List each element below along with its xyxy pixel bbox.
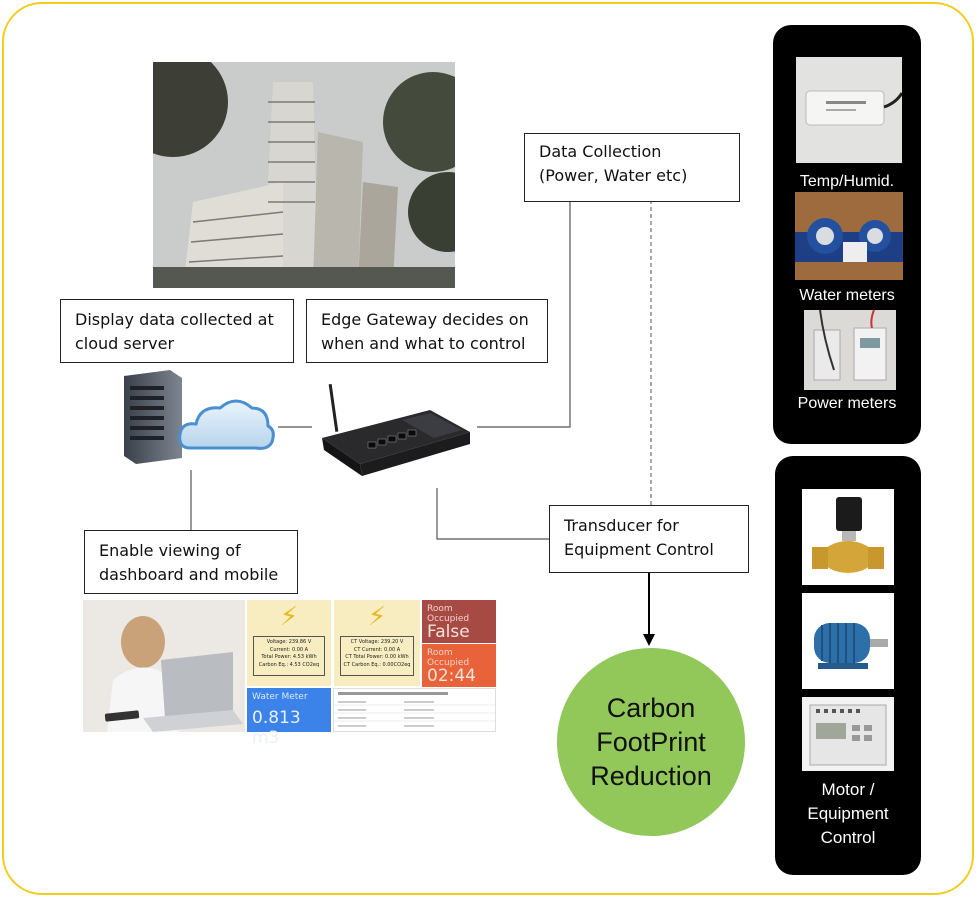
room-occupied-value: False (427, 622, 470, 642)
temp-humid-label: Temp/Humid. (799, 173, 895, 190)
edge-gateway-image (312, 380, 477, 488)
power-reading: Voltage: 239.86 V (266, 639, 312, 645)
power-meters-label: Power meters (797, 395, 897, 412)
carbon-line-3: Reduction (590, 761, 712, 791)
laptop-user-photo (83, 600, 245, 732)
equipment-control-panel: Motor / Equipment Control (775, 456, 921, 875)
solenoid-valve-image (802, 489, 894, 585)
lightning-icon: ⚡ (279, 602, 299, 632)
edge-gateway-line-1: Edge Gateway decides on (321, 310, 529, 329)
transducer-line-2: Equipment Control (564, 540, 714, 559)
water-meter-image (795, 192, 903, 280)
room-occupied-title: Room Occupied (427, 648, 470, 668)
display-data-box: Display data collected at cloud server (60, 299, 294, 363)
water-meters-label: Water meters (799, 287, 895, 304)
control-line-1: Motor / (821, 780, 875, 799)
power-reading: Carbon Eq.: 4.53 CO2eq (258, 661, 320, 668)
power-tile-2: ⚡ CT Voltage: 239.20 V CT Current: 0.00 … (334, 600, 420, 686)
carbon-line-1: Carbon (606, 693, 696, 723)
carbon-line-2: FootPrint (596, 727, 706, 757)
power-reading: Current: 0.00 A (269, 646, 309, 653)
power-readings-1: Voltage: 239.86 V Current: 0.00 A Total … (253, 636, 325, 676)
room-occupied-tile-1: Room Occupied False (422, 600, 496, 643)
power-reading: CT Current: 0.00 A (353, 646, 401, 653)
room-occupied-title: Room Occupied (427, 604, 470, 624)
temp-humid-sensor-image (796, 57, 902, 163)
display-data-line-1: Display data collected at (75, 310, 274, 329)
transducer-box: Transducer for Equipment Control (549, 505, 749, 573)
room-occupied-time: 02:44 (427, 666, 476, 686)
lightning-icon: ⚡ (367, 602, 387, 632)
water-meter-tile: Water Meter 0.813 m3 (247, 688, 331, 748)
display-data-line-2: cloud server (75, 334, 175, 353)
transducer-arrow-head (643, 634, 655, 646)
transducer-line-1: Transducer for (564, 516, 679, 535)
data-collection-line-2: (Power, Water etc) (539, 166, 688, 185)
motor-equipment-control-label: Motor / Equipment Control (775, 778, 921, 850)
data-log-table (333, 688, 496, 732)
power-meter-image (804, 310, 896, 390)
plc-controller-image (802, 697, 894, 771)
power-reading: Total Power: 4.53 kWh (261, 654, 317, 660)
data-collection-line-1: Data Collection (539, 142, 662, 161)
gateway-to-transducer-line (436, 488, 549, 540)
gateway-to-collection-line (477, 200, 571, 428)
power-reading: CT Carbon Eq.: 0.00CO2eq (343, 661, 411, 668)
control-line-2: Equipment (807, 804, 889, 823)
building-photo (153, 62, 455, 288)
edge-gateway-line-2: when and what to control (321, 334, 526, 353)
sensors-panel: Temp/Humid. Water meters Power meters (773, 25, 921, 444)
carbon-footprint-circle: Carbon FootPrint Reduction (557, 648, 745, 836)
water-meter-title: Water Meter (252, 692, 308, 702)
water-meter-value: 0.813 m3 (252, 708, 301, 748)
power-tile-1: ⚡ Voltage: 239.86 V Current: 0.00 A Tota… (247, 600, 331, 686)
enable-viewing-line-2: dashboard and mobile (99, 565, 279, 584)
electric-motor-image (802, 593, 894, 689)
edge-gateway-box: Edge Gateway decides on when and what to… (306, 299, 548, 363)
enable-viewing-line-1: Enable viewing of (99, 541, 241, 560)
power-readings-2: CT Voltage: 239.20 V CT Current: 0.00 A … (340, 636, 414, 676)
enable-viewing-box: Enable viewing of dashboard and mobile (84, 530, 298, 594)
power-reading: CT Total Power: 0.00 kWh (345, 654, 409, 660)
control-line-3: Control (820, 828, 876, 847)
room-occupied-tile-2: Room Occupied 02:44 (422, 644, 496, 687)
power-reading: CT Voltage: 239.20 V (350, 639, 404, 645)
data-collection-box: Data Collection (Power, Water etc) (524, 133, 740, 202)
cloud-server-image (100, 368, 278, 468)
